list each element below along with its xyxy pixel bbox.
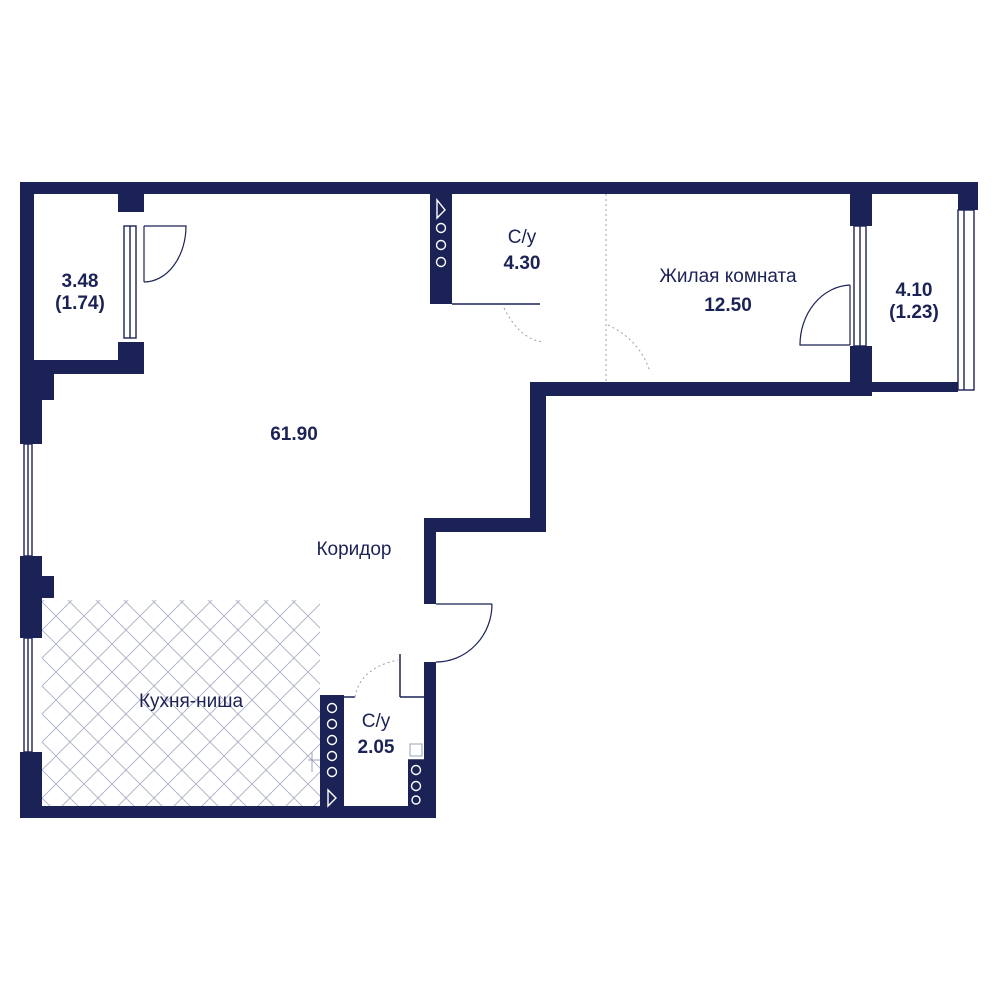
windows [23,203,975,753]
plumbing-shaft-bottom-right-marks [410,764,422,805]
kitchen-hatch-area [42,600,320,808]
plumbing-shaft-bottom-left [326,702,338,808]
balcony-left-area: 3.48 [62,271,99,292]
bathroom-bottom-area: 2.05 [358,737,395,758]
bathroom-bottom-name: С/у [362,711,391,732]
plumbing-shaft-top [435,198,447,268]
balcony-right-area-reduced: (1.23) [889,302,939,323]
living-room-area: 12.50 [704,295,752,316]
doors [143,225,851,663]
zone-separators [354,194,651,698]
plumbing-shaft-bottom-right [408,760,424,808]
fixture-markers [308,743,423,772]
main-space-area: 61.90 [270,424,318,445]
corridor-name: Коридор [316,539,391,560]
balcony-right-area: 4.10 [896,280,933,301]
bathroom-top-name: С/у [508,227,537,248]
bathroom-top-area: 4.30 [504,253,541,274]
balcony-left-area-reduced: (1.74) [55,293,105,314]
kitchen-niche-name: Кухня-ниша [139,691,244,712]
living-room-name: Жилая комната [659,266,797,287]
